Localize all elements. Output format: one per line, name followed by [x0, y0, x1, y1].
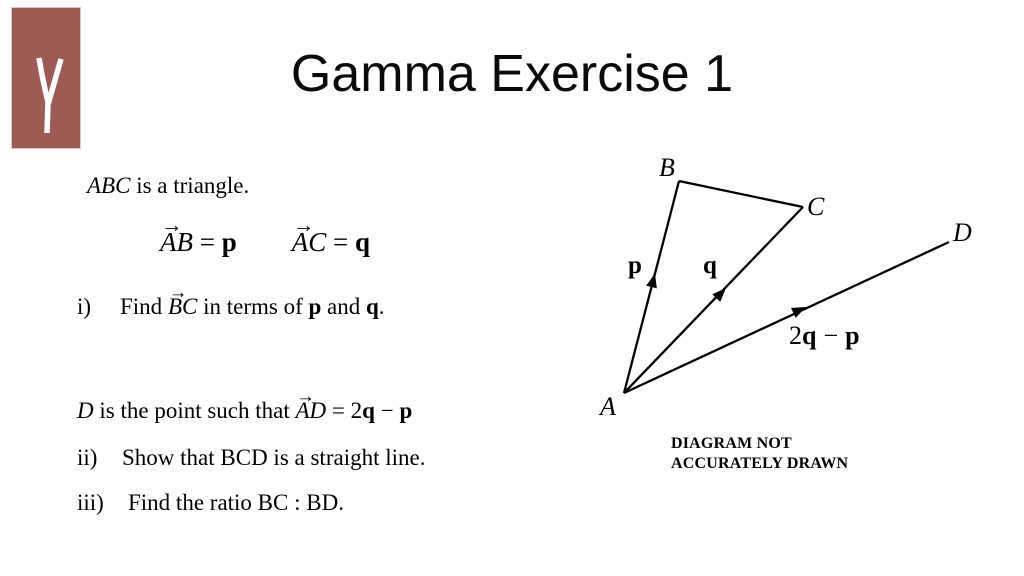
- intro-text: is a triangle.: [130, 173, 250, 198]
- equals-sign: =: [193, 227, 222, 257]
- edge-ad: [623, 240, 950, 395]
- triangle-name: ABC: [87, 173, 131, 198]
- vertex-b-label: B: [659, 153, 675, 182]
- part-iii: iii) Find the ratio BC : BD.: [77, 489, 344, 518]
- vector-arrow-icon: →: [161, 212, 183, 237]
- vector-arrow-icon: →: [292, 212, 315, 237]
- vector-q-symbol: q: [362, 398, 375, 423]
- arrowhead-ac-icon: [712, 288, 726, 302]
- d-def-equals: = 2: [326, 398, 363, 423]
- vector-diagram: A B C D p q 2q−p: [598, 153, 972, 421]
- vector-arrow-icon: →: [168, 282, 188, 303]
- vector-p-symbol: p: [308, 294, 322, 319]
- given-vector-equations: →AB = p→AC = q: [160, 214, 371, 260]
- vector-ab-label: AB: [160, 227, 193, 257]
- part-ii: ii) Show that BCD is a straight line.: [77, 444, 425, 473]
- vector-p-label: p: [628, 252, 642, 279]
- vertex-c-label: C: [807, 192, 825, 221]
- diagram-note-line1: DIAGRAM NOT: [671, 435, 792, 452]
- d-def-minus: −: [374, 398, 400, 423]
- edge-ac: [623, 206, 804, 394]
- vector-ad-label: AD: [295, 398, 327, 423]
- equals-sign: =: [326, 227, 356, 257]
- part-iii-number: iii): [77, 490, 104, 515]
- diagram-note-line2: ACCURATELY DRAWN: [671, 455, 849, 472]
- arrowhead-ad-icon: [790, 307, 806, 318]
- gamma-logo: [12, 8, 80, 148]
- vector-q-symbol: q: [366, 294, 379, 319]
- edge-bc: [678, 179, 804, 209]
- page-title: Gamma Exercise 1: [290, 45, 734, 103]
- point-d-symbol: D: [77, 398, 94, 423]
- vector-arrow-icon: →: [296, 386, 315, 407]
- vector-ab: →AB: [160, 214, 193, 260]
- part-ii-text: Show that BCD is a straight line.: [122, 445, 426, 470]
- vector-ac: →AC: [291, 214, 327, 260]
- vector-2q-minus-p-label: 2q−p: [789, 321, 860, 350]
- part-i-number: i): [77, 294, 92, 319]
- vector-q-symbol: q: [355, 227, 371, 257]
- part-i-and: and: [321, 294, 366, 319]
- vertex-a-label: A: [598, 392, 616, 421]
- vector-q-label: q: [703, 252, 717, 279]
- gamma-icon: [36, 57, 64, 134]
- arrowhead-ab-icon: [646, 273, 657, 289]
- part-i-period: .: [378, 294, 385, 319]
- vector-p-symbol: p: [399, 398, 413, 423]
- vector-bc-label: BC: [167, 294, 198, 319]
- vector-bc: →BC: [167, 283, 198, 322]
- diagram-note: DIAGRAM NOT ACCURATELY DRAWN: [671, 434, 848, 474]
- point-d-definition: D is the point such that →AD = 2q − p: [77, 387, 413, 426]
- d-def-text: is the point such that: [93, 398, 296, 423]
- vector-p-symbol: p: [221, 227, 237, 257]
- problem-intro: ABC is a triangle.: [87, 172, 249, 201]
- part-i: i) Find →BC in terms of p and q.: [77, 283, 385, 322]
- part-i-mid: in terms of: [197, 294, 309, 319]
- part-i-pre: Find: [120, 294, 168, 319]
- part-ii-number: ii): [77, 445, 98, 470]
- vertex-d-label: D: [952, 218, 972, 247]
- vector-ac-label: AC: [291, 227, 327, 257]
- vector-ad: →AD: [295, 387, 327, 426]
- part-iii-text: Find the ratio BC : BD.: [128, 490, 344, 515]
